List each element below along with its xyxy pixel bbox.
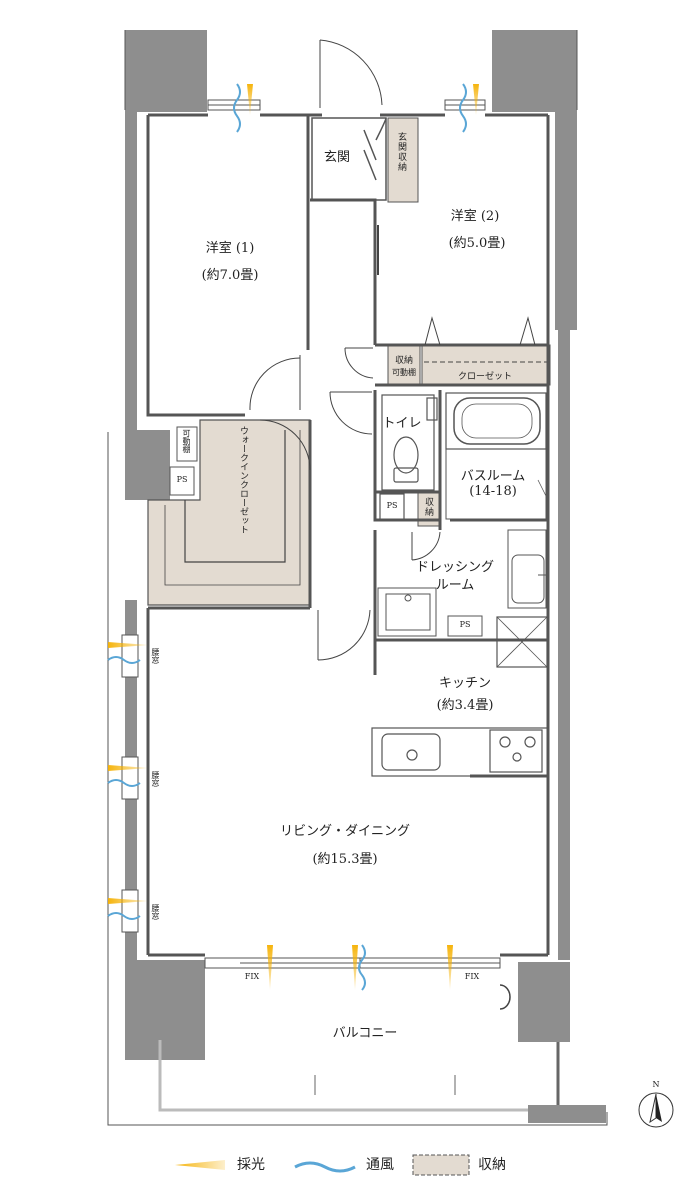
closet-area xyxy=(421,344,551,386)
toilet-label: トイレ xyxy=(382,416,422,431)
room-western2-name: 洋室 (2) xyxy=(450,209,500,224)
fix-label-right: FIX xyxy=(464,972,480,981)
outline xyxy=(107,30,608,1126)
legend-storage-swatch xyxy=(412,1154,470,1176)
waist-window-1: 腰窓 xyxy=(151,648,160,664)
dressing-line2: ルーム xyxy=(435,578,475,593)
storage-shelf-line2: 可動棚 xyxy=(392,368,416,377)
compass-icon xyxy=(638,1092,674,1128)
ps-label-1: PS xyxy=(176,475,188,484)
fix-label-left: FIX xyxy=(244,972,260,981)
legend-wind-icon xyxy=(294,1161,356,1173)
dressing-fixtures xyxy=(377,529,547,637)
closet-label: クローゼット xyxy=(457,372,512,382)
entrance-label: 玄関 xyxy=(323,150,350,165)
room-western2-area: (約5.0畳) xyxy=(448,236,506,251)
legend-light-label: 採光 xyxy=(237,1157,265,1173)
storage-shelf-line1: 収納 xyxy=(394,356,413,366)
waist-window-3: 腰窓 xyxy=(151,904,160,920)
bath-name: バスルーム xyxy=(460,469,526,484)
wind-arrows xyxy=(107,83,467,991)
doors xyxy=(249,39,536,661)
toilet-fixture xyxy=(379,394,438,521)
legend-wind-label: 通風 xyxy=(366,1157,394,1173)
balcony-label: バルコニー xyxy=(332,1026,398,1041)
living-area: (約15.3畳) xyxy=(312,852,378,867)
light-arrows xyxy=(247,84,479,990)
room-western1-area: (約7.0畳) xyxy=(201,268,259,283)
wic-area xyxy=(147,419,311,606)
wic-shelf-label: 可動棚 xyxy=(182,429,191,453)
bath-size: (14-18) xyxy=(469,484,517,499)
light-arrows-side xyxy=(108,642,148,904)
kitchen-area: (約3.4畳) xyxy=(436,698,494,713)
ps-label-2: PS xyxy=(386,501,398,510)
legend-light-icon xyxy=(175,1160,225,1170)
bath-storage-label: 収納 xyxy=(423,497,433,517)
dressing-line1: ドレッシング xyxy=(415,560,494,575)
compass-label: N xyxy=(652,1080,660,1089)
entrance-storage-label: 玄関収納 xyxy=(396,132,406,172)
kitchen-fixtures xyxy=(371,616,549,778)
ps-label-3: PS xyxy=(459,620,471,629)
living-name: リビング・ダイニング xyxy=(279,824,410,839)
legend-storage-label: 収納 xyxy=(478,1157,506,1173)
waist-window-2: 腰窓 xyxy=(151,771,160,787)
room-western1-name: 洋室 (1) xyxy=(205,241,255,256)
wic-label: ウォークインクローゼット xyxy=(238,426,248,534)
bathtub xyxy=(445,392,549,522)
kitchen-name: キッチン xyxy=(438,676,491,691)
entrance-storage-area xyxy=(387,117,419,203)
outer-walls xyxy=(125,30,577,1060)
